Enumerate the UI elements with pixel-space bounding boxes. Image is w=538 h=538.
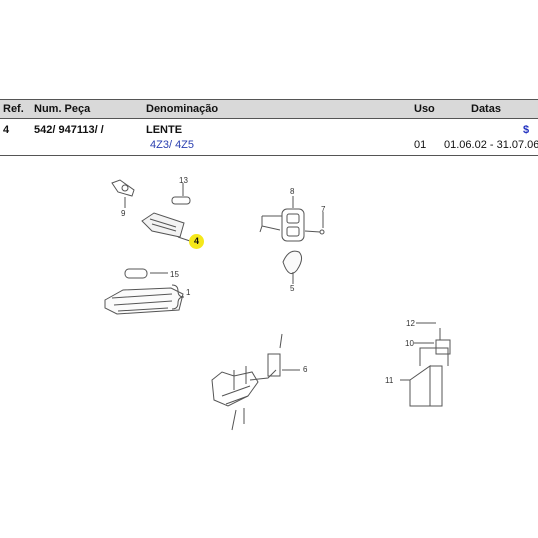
side-bulb-part xyxy=(124,268,168,279)
callout-9: 9 xyxy=(121,209,126,218)
header-part-number: Num. Peça xyxy=(34,103,91,115)
header-use: Uso xyxy=(414,103,435,115)
callout-15: 15 xyxy=(170,270,179,279)
parts-diagram: 9 13 15 1 8 7 5 6 12 10 11 xyxy=(104,176,451,431)
callout-13: 13 xyxy=(179,176,188,185)
callout-1: 1 xyxy=(186,288,191,297)
callout-11: 11 xyxy=(385,376,394,385)
table-header: Ref. Num. Peça Denominação Uso Datas xyxy=(0,99,538,119)
callout-6: 6 xyxy=(303,365,308,374)
knob-part xyxy=(282,250,303,284)
row-models: 4Z3/ 4Z5 xyxy=(150,139,195,151)
bulb-part xyxy=(171,183,191,205)
callout-5: 5 xyxy=(290,284,295,293)
mounting-bracket-part xyxy=(400,322,451,407)
callout-8: 8 xyxy=(290,187,295,196)
callout-7: 7 xyxy=(321,205,326,214)
screw-part xyxy=(304,212,325,235)
price-icon[interactable]: $ xyxy=(523,124,530,136)
row-description: LENTE xyxy=(146,124,183,136)
bracket-linkage-part xyxy=(211,333,300,431)
row-use: 01 xyxy=(414,139,427,151)
header-ref: Ref. xyxy=(3,103,24,115)
row-part-number: 542/ 947113/ / xyxy=(34,124,104,136)
bulb-holder-part xyxy=(111,179,135,208)
switch-assembly-part xyxy=(259,196,305,242)
table-row[interactable]: 4 542/ 947113/ / LENTE 4Z3/ 4Z5 01 01.06… xyxy=(0,120,538,156)
callout-12: 12 xyxy=(406,319,415,328)
highlighted-callout-4[interactable]: 4 xyxy=(189,234,204,249)
row-dates: 01.06.02 - 31.07.06 xyxy=(444,139,538,151)
callout-10: 10 xyxy=(405,339,414,348)
header-description: Denominação xyxy=(146,103,219,115)
lens-part xyxy=(141,212,191,242)
header-dates: Datas xyxy=(471,103,501,115)
lamp-housing-part xyxy=(104,284,185,315)
row-ref: 4 xyxy=(3,124,10,136)
